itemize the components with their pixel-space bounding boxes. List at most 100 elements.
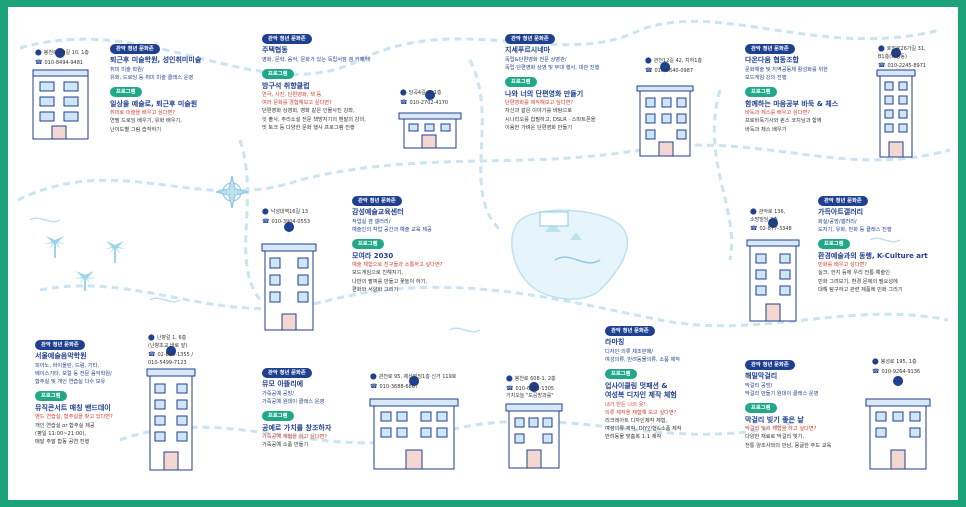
program-tagline: 가죽공예 체험을 하고 싶다면?	[262, 434, 327, 441]
program-desc: 민화 그려보기, 환경 문제의 필요성에	[818, 278, 898, 285]
venue-desc: 문화예술 및 지역공동체 활성화를 위한	[745, 66, 828, 73]
venue-tag: 관악 청년 문화존	[745, 360, 795, 371]
program-title: 뮤직콘서트 매칭 밴드데이	[35, 404, 111, 413]
program-desc: 연필 드로잉 배우기, 유화 배우기,	[110, 118, 182, 125]
program-tagline: 연극, 사진, 단편영화, 책 등	[262, 92, 322, 99]
venue-info: ⬤봉성로 195, 1층☎010-9264-9136	[872, 358, 921, 375]
program-tag: 프로그램	[262, 68, 294, 79]
venue-desc: 독립&단편영화 전문 상영관/	[505, 56, 567, 63]
venue-info: ⬤낙성대역16길 13☎010-3904-0553	[262, 208, 311, 225]
venue-name: 뮤모 아뜰리에	[262, 380, 304, 389]
venue-info: ⬤봉천로 49길 10, 1층☎010-8494-9481	[35, 49, 89, 66]
venue-desc: 가죽공예 원데이 클래스 운영	[262, 398, 325, 405]
program-desc: (평일 11:00~21:00),	[35, 430, 87, 437]
venue-info: ⬤호암로26가길 31,B1층(화정동)☎010-2245-8971	[878, 45, 927, 69]
venue-card: 관악 청년 문화존 주택협동 영화, 문학, 음악, 문화가 있는 독립서점 겸…	[262, 34, 371, 132]
venue-card: 관악 청년 문화존 지세푸르시네마 독립&단편영화 전문 상영관/ 독립·단편영…	[505, 34, 599, 132]
location-pin-icon	[55, 48, 904, 400]
program-title: 업사이클링 멋패션 &	[605, 381, 668, 390]
program-desc: 가죽공예 소품 만들기	[262, 442, 309, 449]
venue-desc: 영화, 문학, 음악, 문화가 있는 독립서점 겸 카페/바	[262, 56, 371, 63]
venue-name: 지세푸르시네마	[505, 46, 551, 55]
program-desc: 실크, 한지 등에 우리 전통 예술인	[818, 270, 890, 277]
venue-card: 관악 청년 문화존 라마칭 디자인 의류 제조판매/ 여성의류, 반려동물의류,…	[605, 326, 682, 441]
program-tagline: 밴드 연습실, 합주실을 찾고 있다면?	[35, 414, 113, 421]
venue-tag: 관악 청년 문화존	[262, 34, 312, 45]
venue-tag: 관악 청년 문화존	[605, 326, 655, 337]
program-tag: 프로그램	[745, 402, 777, 413]
program-title: 막걸리 빚기 좋은 날	[745, 415, 804, 424]
program-desc: 밋 토크 등 다양한 문화 행사 프로그램 진행	[262, 124, 355, 131]
venue-tag: 관악 청년 문화존	[110, 44, 160, 55]
venue-desc: 작업실 겸 갤러리/	[352, 218, 391, 225]
program-tag: 프로그램	[818, 238, 850, 249]
program-desc: 보드게임으로 친해지기,	[352, 270, 404, 277]
venue-desc: 합주실 및 개인 연습실 다수 보유	[35, 378, 106, 385]
venue-desc: 여성의류, 반려동물의류, 소품 제작	[605, 356, 681, 363]
venue-desc: 예술인의 작업 공간과 예술 교육 제공	[352, 226, 432, 233]
program-tagline: 단편영화를 제작해보고 싶다면?	[505, 100, 574, 107]
program-desc: 대해 탐구하고 관련 제품에 민화 그리기	[818, 286, 903, 293]
venue-tag: 관악 청년 문화존	[818, 196, 868, 207]
program-desc: 나만의 팔찌를 만들고 꽃놀이 하기,	[352, 278, 428, 285]
program-desc: 반려동물 맞춤복 1:1 제작	[605, 434, 662, 441]
venue-desc: 막걸리 만들기 원데이 클래스 운영	[745, 390, 819, 397]
program-title: 환경예술과의 동행, K-Culture art	[818, 251, 928, 260]
program-title: 함께하는 마음공부 바둑 & 체스	[745, 99, 839, 108]
venue-card: 관악 청년 문화존 다온다움 협동조합 문화예술 및 지역공동체 활성화를 위한…	[745, 44, 838, 134]
program-desc: 시나리오를 집필하고, DSLR · 스마트폰을	[505, 116, 596, 123]
program-desc: 여성의류 제작, DIY인형&소품 제작	[605, 426, 682, 433]
program-tagline: 내가 만든 나의 옷!	[605, 401, 646, 408]
venue-name: 서울예술음악학원	[35, 352, 87, 361]
venue-desc: 독립·단편영화 상영 및 부대 행사, 대관 진행	[505, 64, 600, 71]
program-title: 공예로 가치를 창조하자	[262, 423, 332, 432]
venue-desc: 막걸리 공방/	[745, 382, 773, 389]
building-icon	[32, 69, 931, 471]
venue-card: 관악 청년 문화존 뮤모 아뜰리에 가죽공예 공방/ 가죽공예 원데이 클래스 …	[262, 368, 331, 450]
island-illustration	[511, 209, 629, 300]
venue-tag: 관악 청년 문화존	[262, 368, 312, 379]
program-title: 일상을 예술로, 퇴근후 미술원	[110, 99, 198, 108]
program-tagline: 막걸리 빚기 체험을 하고 싶다면?	[745, 426, 817, 433]
venue-name: 퇴근후 미술학원, 성인취미미술	[110, 56, 202, 65]
program-tagline: 바둑과 체스를 배우고 싶다면?	[745, 110, 810, 117]
program-title: 방구석 취향클럽	[262, 81, 310, 90]
wave-lines	[29, 217, 901, 333]
venue-name: 주택협동	[262, 46, 288, 55]
venue-desc: 도자기, 유화, 민화 등 클래스 진행	[818, 226, 892, 233]
program-desc: 바둑과 체스 배우기	[745, 126, 787, 133]
program-tagline: 민화를 배우고 싶다면?	[818, 262, 868, 269]
program-tag: 프로그램	[110, 86, 142, 97]
venue-name: 가득아트갤러리	[818, 208, 864, 217]
venue-info: ⬤난향길 1, 6층(난향초교 바로 앞)☎02-866-1355 /010-5…	[148, 334, 193, 366]
venue-card: 관악 청년 문화존 서울예술음악학원 피아노, 바이올린, 드럼, 기타, 베이…	[35, 340, 113, 446]
program-desc: 자신과 같은 이야기를 바탕으로	[505, 108, 572, 115]
venue-name: 해밀막걸리	[745, 372, 778, 381]
program-desc: 잇 출사, 주리소설 전문 책방지기의 맨발의 강의,	[262, 116, 366, 123]
program-desc: 편화와 서양화 그리기	[352, 286, 399, 293]
dashed-route	[17, 19, 951, 445]
program-desc: 전통 양조사와의 만남, 몽글한 주도 교육	[745, 442, 832, 449]
program-tagline: 취미로 미술을 배우고 싶다면?	[110, 110, 175, 117]
venue-info: ⬤관천로 95, 제산빌딩1층 신거 119호☎010-3688-6867	[370, 373, 457, 390]
venue-desc: 유화, 드로잉 등 취미 미술 클래스 운영	[110, 74, 194, 81]
venue-info: ⬤관악로 136,소망빌딩 2층☎02-877-3348	[750, 208, 792, 232]
compass-icon	[215, 175, 249, 209]
venue-desc: 베이스기타, 보컬 등 전문 음악학원/	[35, 370, 112, 377]
venue-desc: 디자인 의류 제조판매/	[605, 348, 653, 355]
venue-tag: 관악 청년 문화존	[745, 44, 795, 55]
program-tag: 프로그램	[352, 238, 384, 249]
program-tag: 프로그램	[505, 76, 537, 87]
venue-card: 관악 청년 문화존 퇴근후 미술학원, 성인취미미술 취미 미술 학원/ 유화,…	[110, 44, 201, 134]
venue-desc: 취미 미술 학원/	[110, 66, 144, 73]
program-desc: 단편영화 상영회, 영화 같은 인물사진 강좌,	[262, 108, 355, 115]
venue-desc: 보드게임 강의 진행	[745, 74, 787, 81]
program-desc: 매달 주말 합동 공연 진행	[35, 438, 90, 445]
venue-tag: 관악 청년 문화존	[505, 34, 555, 45]
program-desc: 프로바둑기사와 퀸스 코치님과 함께	[745, 118, 822, 125]
program-tag: 프로그램	[605, 368, 637, 379]
venue-name: 다온다움 협동조합	[745, 56, 799, 65]
